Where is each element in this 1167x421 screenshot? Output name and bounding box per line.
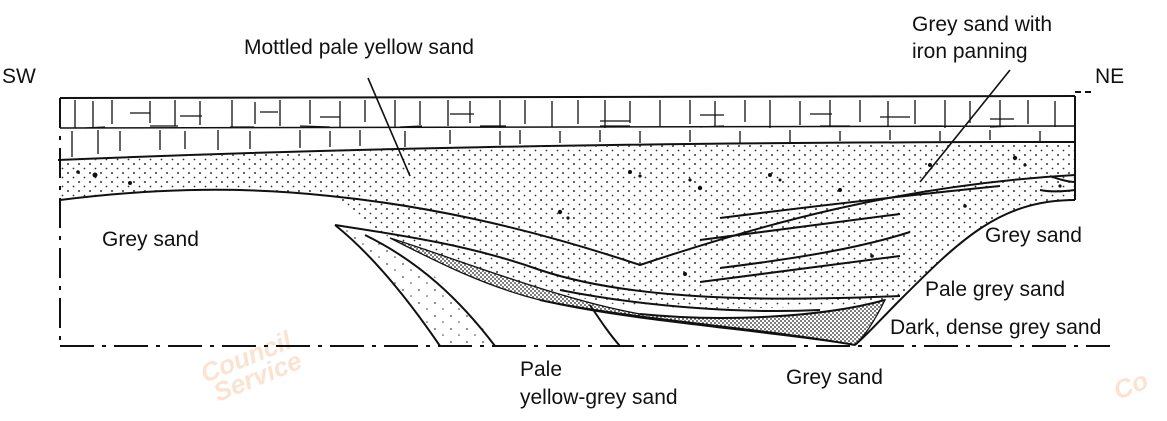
label-pale-yellow-grey: Pale xyxy=(520,358,562,381)
label-grey-sand-bottom: Grey sand xyxy=(786,366,883,389)
label-pale-grey-sand: Pale grey sand xyxy=(925,278,1065,301)
orientation-sw: SW xyxy=(2,65,36,88)
label-mottled: Mottled pale yellow sand xyxy=(244,36,474,59)
label-dark-dense: Dark, dense grey sand xyxy=(890,316,1101,339)
label-grey-sand-iron: iron panning xyxy=(912,40,1028,63)
watermark-text: Co xyxy=(1109,365,1152,406)
label-grey-sand-right: Grey sand xyxy=(985,224,1082,247)
label-grey-sand-iron: Grey sand with xyxy=(912,13,1052,36)
orientation-ne: NE xyxy=(1095,65,1124,88)
label-grey-sand-left: Grey sand xyxy=(102,228,199,251)
label-pale-yellow-grey: yellow-grey sand xyxy=(520,386,678,409)
